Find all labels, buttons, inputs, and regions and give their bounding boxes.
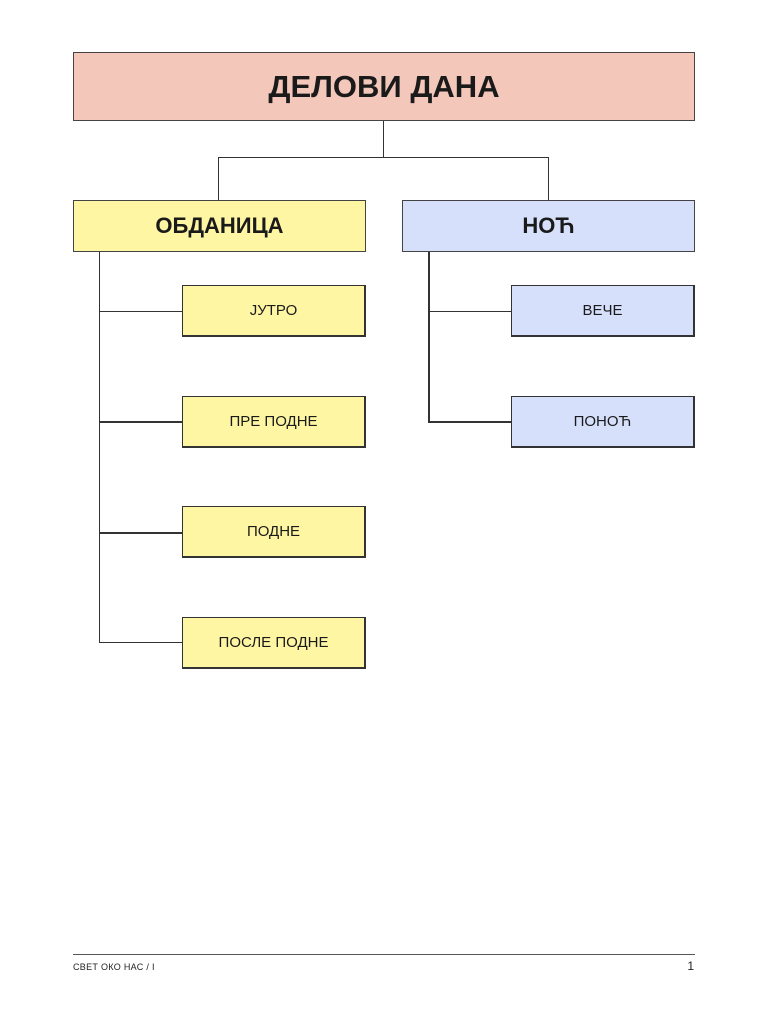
night-branch-connector-2 [428,421,511,423]
night-branch-connector-1 [428,311,511,312]
day-branch-connector-4 [99,642,182,643]
title-stem-connector [383,121,384,158]
branch-night: НОЋ [402,200,695,252]
night-trunk-connector [428,252,430,423]
footer-divider [73,954,695,955]
leaf-afternoon: ПОСЛЕ ПОДНЕ [182,617,366,669]
leaf-before-noon: ПРЕ ПОДНЕ [182,396,366,448]
leaf-evening: ВЕЧЕ [511,285,695,337]
night-drop-connector [548,157,549,200]
day-branch-connector-3 [99,532,182,534]
day-branch-connector-2 [99,421,182,423]
diagram-title: ДЕЛОВИ ДАНА [73,52,695,121]
leaf-noon: ПОДНЕ [182,506,366,558]
day-trunk-connector [99,252,100,643]
branch-daytime: ОБДАНИЦА [73,200,366,252]
footer-book-title: СВЕТ ОКО НАС / I [73,962,155,972]
leaf-morning: JУТРО [182,285,366,337]
day-branch-connector-1 [99,311,182,312]
day-drop-connector [218,157,219,200]
leaf-midnight: ПОНОЋ [511,396,695,448]
title-horizontal-connector [218,157,549,158]
page-number: 1 [687,959,694,973]
